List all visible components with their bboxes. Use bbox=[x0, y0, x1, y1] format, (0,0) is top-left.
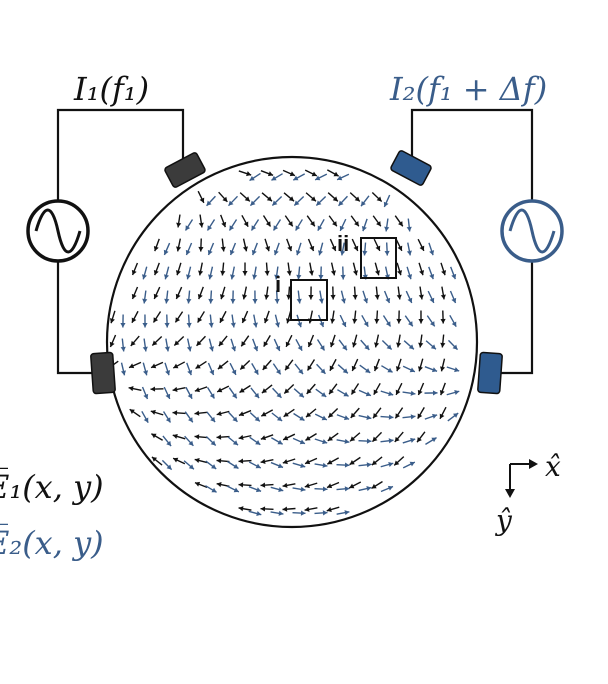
axis-x-label: x̂ bbox=[545, 450, 561, 483]
electrode-1b bbox=[91, 352, 116, 393]
region-label-ii: ii bbox=[337, 231, 349, 256]
source-2-label: I₂(f₁ + Δf) bbox=[389, 70, 547, 108]
ac-source-icon bbox=[502, 201, 562, 261]
ac-source-icon bbox=[28, 201, 88, 261]
region-label-i: i bbox=[275, 272, 281, 297]
electrode-2b bbox=[478, 352, 503, 393]
electrode-2a bbox=[390, 150, 432, 186]
axis-y-label: ŷ bbox=[494, 504, 513, 537]
field-2-label: E̅₂(x, y) bbox=[0, 523, 104, 562]
field-1-label: E̅₁(x, y) bbox=[0, 467, 104, 506]
axes-indicator bbox=[505, 459, 538, 498]
source-1-label: I₁(f₁) bbox=[73, 70, 149, 108]
